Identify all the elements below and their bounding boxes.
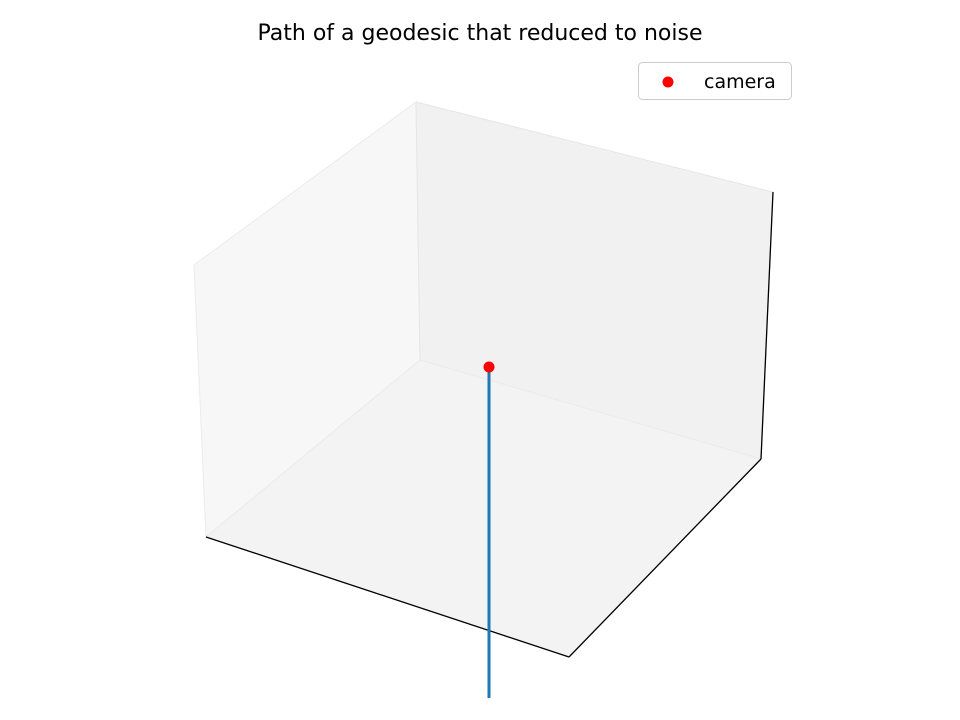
chart-title: Path of a geodesic that reduced to noise bbox=[258, 21, 703, 46]
camera-point bbox=[483, 361, 495, 373]
y-axis-edge bbox=[568, 458, 762, 658]
z-axis-edge bbox=[760, 191, 774, 460]
axes-3d bbox=[193, 101, 774, 658]
x-axis-edge bbox=[205, 536, 570, 658]
legend-label-camera: camera bbox=[704, 71, 776, 93]
legend: camera bbox=[638, 62, 792, 100]
legend-frame bbox=[638, 62, 792, 100]
legend-marker-camera bbox=[662, 76, 674, 88]
